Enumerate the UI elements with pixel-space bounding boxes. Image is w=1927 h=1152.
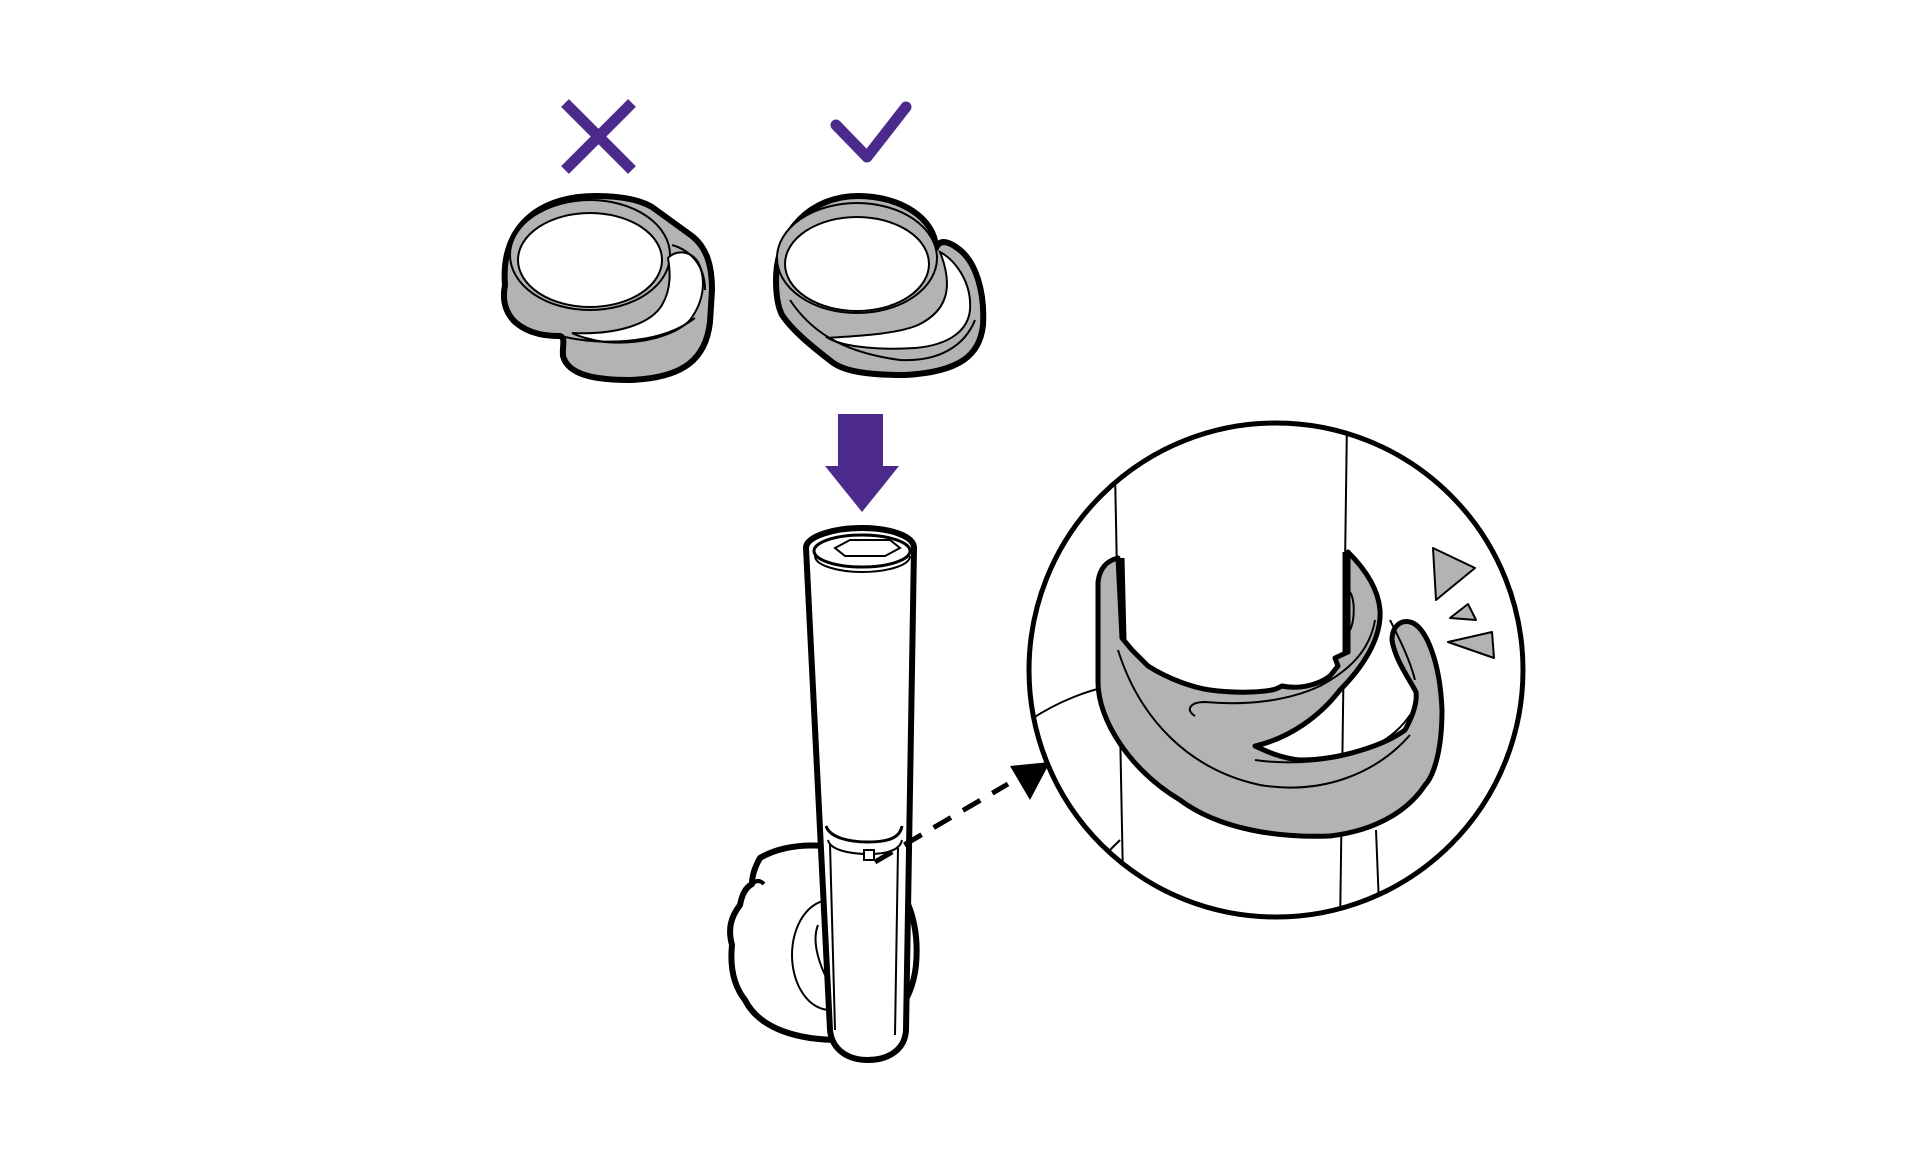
down-arrow-icon: [825, 414, 899, 512]
dashed-arrow-icon: [873, 762, 1050, 865]
pole-assembly: [727, 525, 920, 1063]
check-icon: [830, 101, 912, 163]
ring-correct-orientation: [773, 193, 987, 378]
x-icon: [561, 99, 636, 174]
click-sound-icon: [1432, 547, 1495, 659]
zoom-detail: [1026, 420, 1526, 920]
ring-incorrect-orientation: [500, 193, 715, 383]
